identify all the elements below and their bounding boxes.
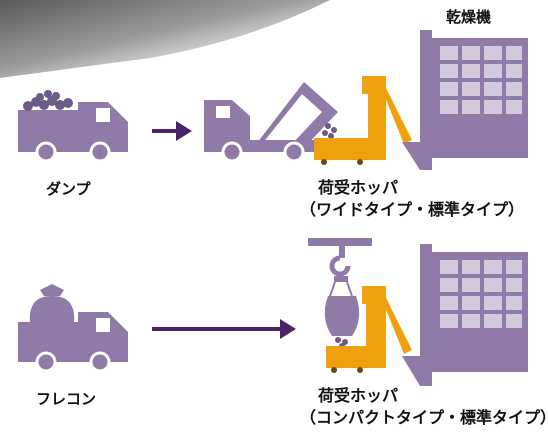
falling-grain-bottom-icon [335, 337, 348, 349]
grain-load-icon [23, 90, 73, 111]
wide-hopper-icon [314, 76, 412, 165]
tipping-dump-truck-icon [204, 82, 338, 163]
hanging-bag-icon [324, 296, 360, 336]
flecon-label: フレコン [36, 390, 97, 408]
dump-label: ダンプ [46, 180, 91, 198]
hopper-top-title: 荷受ホッパ [318, 178, 399, 197]
decorative-band [0, 0, 330, 78]
dump-truck-icon [18, 102, 128, 163]
flow-arrow-long-icon [152, 319, 296, 339]
hoist-icon [308, 238, 372, 297]
dryer-bottom-grid [440, 260, 522, 328]
compact-hopper-icon [326, 286, 412, 373]
flecon-bag-icon [29, 284, 75, 322]
hopper-bottom-title: 荷受ホッパ [318, 386, 399, 405]
flecon-truck-icon [18, 312, 128, 373]
hopper-bottom-subtitle: （コンパクトタイプ・標準タイプ） [300, 408, 548, 427]
flow-arrow-icon [152, 121, 192, 141]
falling-grain-icon [322, 123, 337, 139]
dryer-top-grid [440, 46, 522, 114]
hopper-top-subtitle: （ワイドタイプ・標準タイプ） [300, 200, 525, 219]
dryer-label: 乾燥機 [446, 8, 492, 26]
